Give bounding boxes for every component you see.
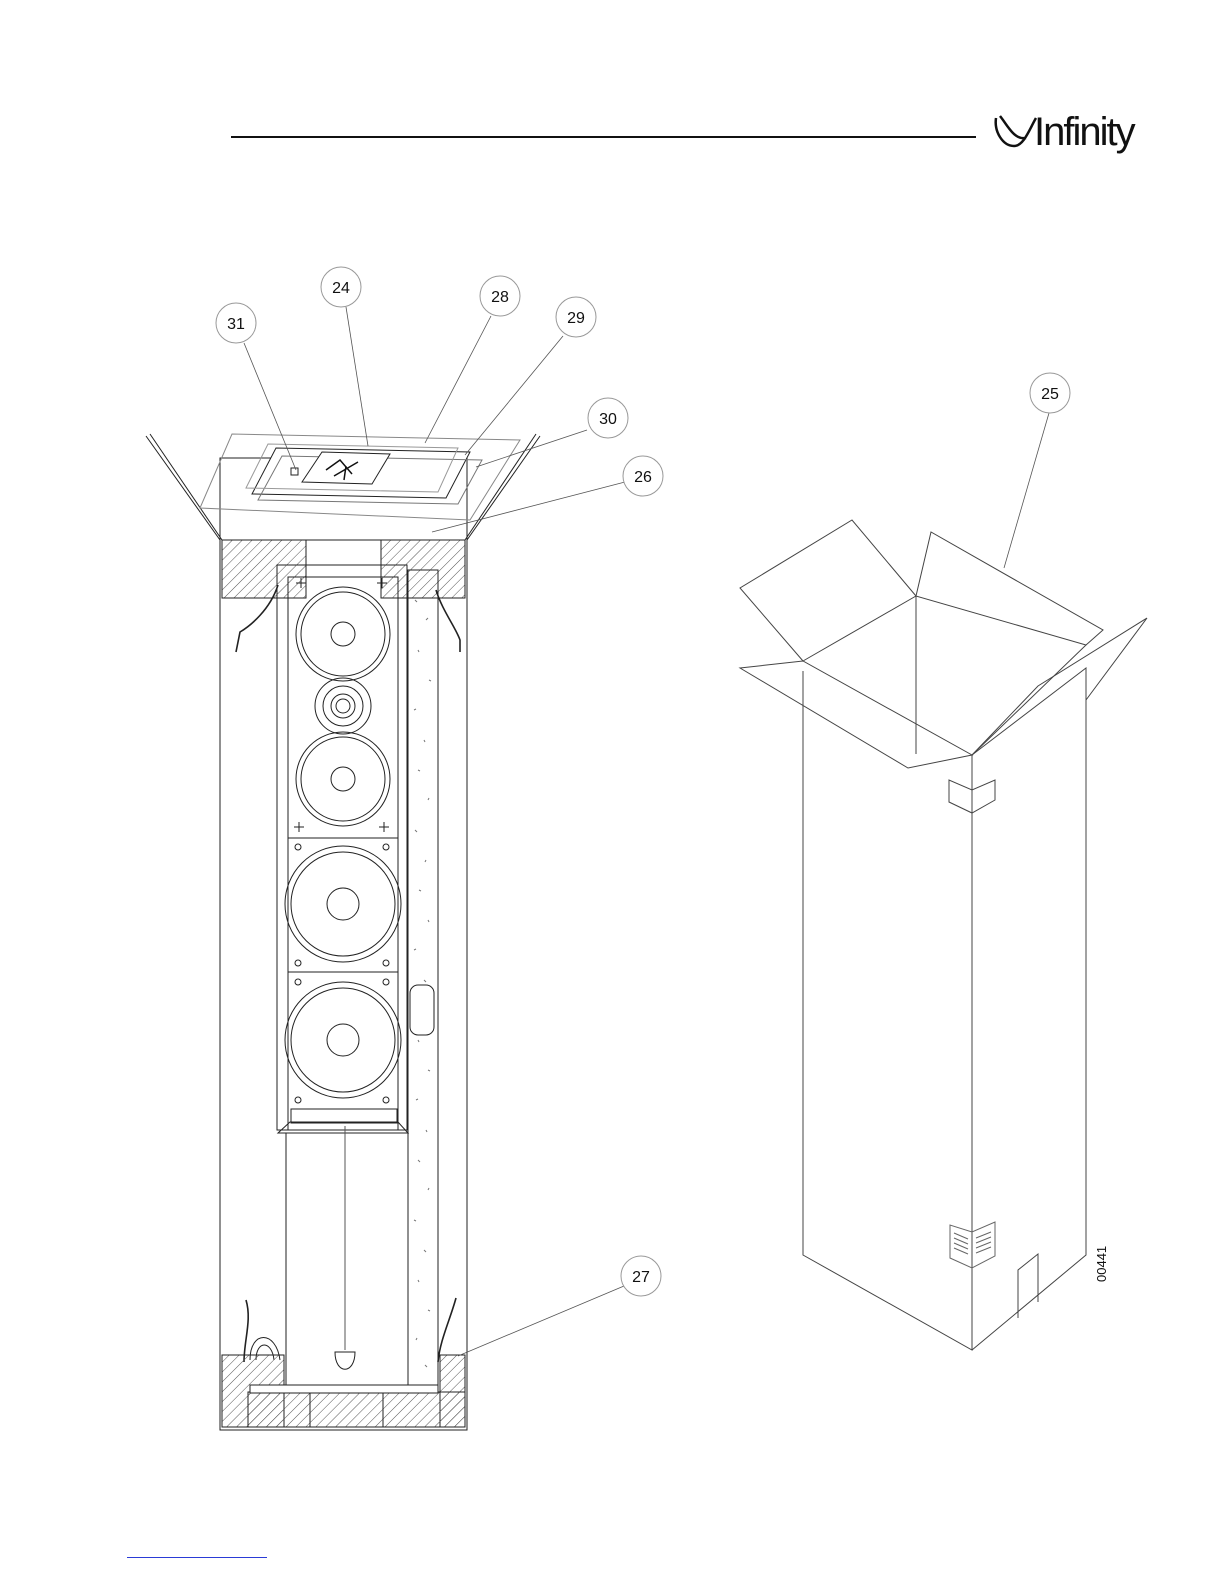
callout-30-label: 30 bbox=[599, 411, 617, 428]
brand-name: Infinity bbox=[1034, 110, 1136, 154]
callout-31: 31 bbox=[216, 303, 256, 343]
callout-26: 26 bbox=[623, 456, 663, 496]
callout-31-label: 31 bbox=[227, 316, 245, 333]
bottom-foam-center bbox=[248, 1392, 465, 1427]
callout-24: 24 bbox=[321, 267, 361, 307]
callout-27-label: 27 bbox=[632, 1269, 650, 1286]
speaker-lower-cabinet bbox=[286, 1133, 408, 1385]
foam-speckles bbox=[414, 600, 431, 1367]
open-carton bbox=[740, 520, 1147, 1350]
woofer-top bbox=[296, 587, 390, 681]
callout-30: 30 bbox=[588, 398, 628, 438]
packed-speaker-cutaway bbox=[146, 434, 540, 1430]
speaker-plinth bbox=[291, 1109, 397, 1123]
top-foam-left bbox=[222, 540, 306, 598]
callout-29: 29 bbox=[556, 297, 596, 337]
carton-outline bbox=[220, 458, 467, 1430]
woofer-large-upper bbox=[285, 846, 401, 962]
tweeter bbox=[315, 678, 371, 734]
callout-24-label: 24 bbox=[332, 280, 350, 297]
speaker-baffle bbox=[288, 577, 398, 1130]
port-detail bbox=[410, 985, 434, 1035]
right-flap bbox=[467, 436, 540, 540]
brand-logo: Infinity bbox=[996, 110, 1136, 154]
top-foam-right bbox=[381, 540, 465, 598]
callout-26-label: 26 bbox=[634, 469, 652, 486]
brand-logo-swoosh-icon bbox=[996, 116, 1036, 146]
woofer-large-lower bbox=[285, 982, 401, 1098]
carton-flap-back-left bbox=[740, 520, 916, 661]
callout-28-label: 28 bbox=[491, 289, 509, 306]
woofer-mid bbox=[296, 732, 390, 826]
callout-27: 27 bbox=[621, 1256, 661, 1296]
callout-29-label: 29 bbox=[567, 310, 585, 327]
callout-25-label: 25 bbox=[1041, 386, 1059, 403]
drawing-code: 00441 bbox=[1094, 1246, 1109, 1282]
carton-handle-slot bbox=[1018, 1254, 1038, 1318]
callout-28: 28 bbox=[480, 276, 520, 316]
carton-body-left bbox=[803, 671, 972, 1350]
carton-flap-front-left bbox=[740, 661, 972, 768]
footer-link-underline[interactable] bbox=[127, 1557, 267, 1558]
callout-25: 25 bbox=[1030, 373, 1070, 413]
side-foam-pad bbox=[408, 570, 438, 1385]
